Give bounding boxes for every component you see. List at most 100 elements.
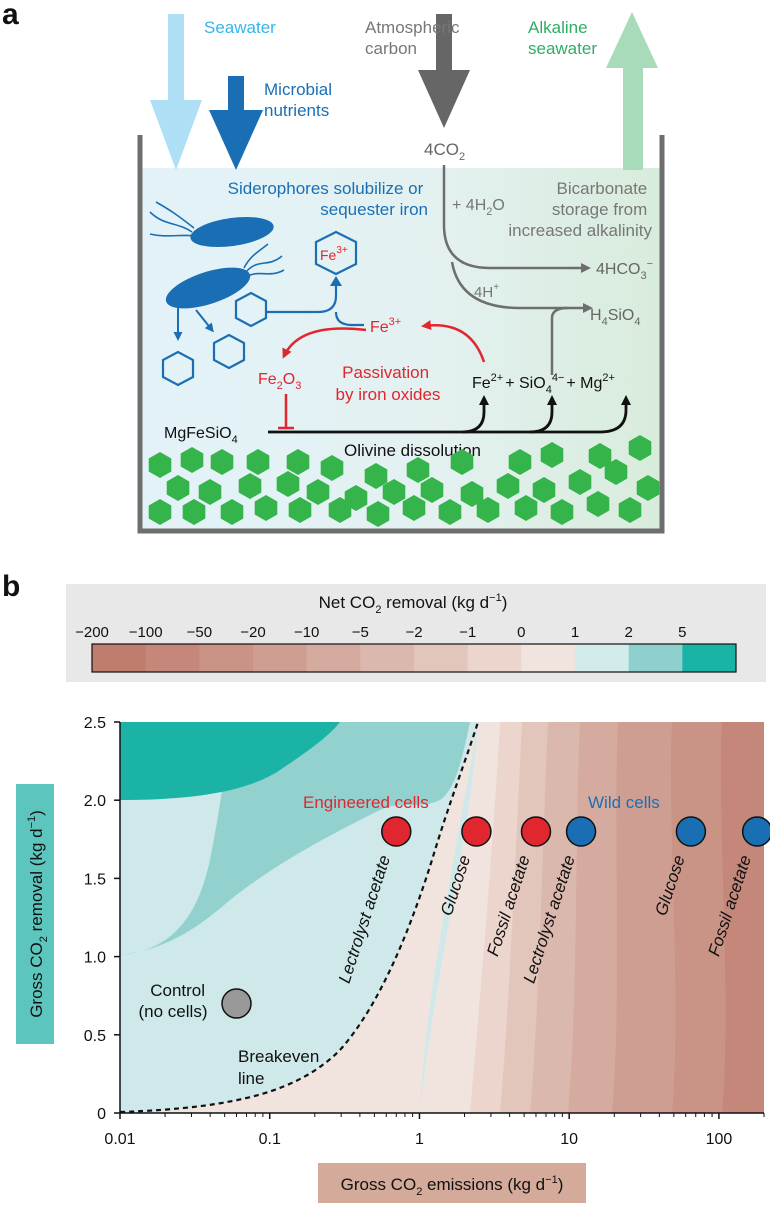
olivine-grain xyxy=(550,499,574,525)
y-tick-label: 2.5 xyxy=(84,715,106,732)
engineered-cells-label: Engineered cells xyxy=(303,793,429,812)
x-tick-label: 10 xyxy=(560,1131,578,1148)
y-axis-label: Gross CO2 removal (kg d−1) xyxy=(26,810,50,1018)
y-tick-label: 2.0 xyxy=(84,793,106,810)
olivine-grain xyxy=(220,499,244,525)
colorbar-tick-label: −100 xyxy=(129,624,163,641)
siderophores-label: Siderophores solubilize or sequester iro… xyxy=(228,179,428,219)
alkaline-seawater-arrow xyxy=(606,12,658,170)
wild-cells-label: Wild cells xyxy=(588,793,660,812)
olivine-grain xyxy=(438,499,462,525)
olivine-grain xyxy=(246,449,270,475)
x-tick-label: 1 xyxy=(415,1131,424,1148)
siderophore-hex-1 xyxy=(161,350,195,387)
data-point xyxy=(221,988,252,1019)
olivine-grain xyxy=(210,449,234,475)
colorbar-swatch xyxy=(360,644,415,672)
colorbar-tick-label: 0 xyxy=(517,624,525,641)
panel-b-label: b xyxy=(2,570,20,603)
colorbar-swatch xyxy=(628,644,683,672)
olivine-grain xyxy=(420,477,444,503)
colorbar-tick-label: −1 xyxy=(459,624,476,641)
colorbar-tick-label: 5 xyxy=(678,624,686,641)
colorbar-tick-label: 1 xyxy=(571,624,579,641)
x-tick-label: 100 xyxy=(706,1131,733,1148)
breakeven-label: Breakeven line xyxy=(238,1047,324,1088)
nutrients-arrow xyxy=(209,76,263,170)
olivine-grain xyxy=(636,475,660,501)
siderophore-hex-3 xyxy=(234,291,268,328)
plot-area xyxy=(120,722,764,1113)
olivine-grain xyxy=(166,475,190,501)
olivine-grain xyxy=(180,447,204,473)
data-point xyxy=(520,816,552,847)
colorbar-swatch xyxy=(306,644,361,672)
seawater-arrow xyxy=(150,14,202,170)
olivine-grain xyxy=(496,473,520,499)
colorbar-title: Net CO2 removal (kg d−1) xyxy=(319,592,508,616)
colorbar-swatch xyxy=(145,644,200,672)
olivine-grain xyxy=(198,479,222,505)
data-point xyxy=(461,816,492,847)
data-point xyxy=(565,816,597,847)
olivine-grain xyxy=(450,449,474,475)
hco3-label: 4HCO3− xyxy=(596,258,653,282)
olivine-grain xyxy=(532,477,556,503)
co2-label: 4CO2 xyxy=(424,140,465,163)
olivine-grain xyxy=(568,469,592,495)
colorbar-swatch xyxy=(467,644,522,672)
olivine-grain xyxy=(402,495,426,521)
dissolution-label: Olivine dissolution xyxy=(344,441,481,460)
nutrients-label: Microbial nutrients xyxy=(264,80,337,120)
y-ticks: 00.51.01.52.02.5 xyxy=(84,715,120,1123)
oxidation-arrow xyxy=(421,320,486,363)
products-label: Fe2++ SiO44−+ Mg2+ xyxy=(472,372,615,396)
colorbar-swatch xyxy=(682,644,737,672)
olivine-grain xyxy=(286,449,310,475)
olivine-grain xyxy=(382,479,406,505)
olivine-grain xyxy=(238,473,262,499)
fe2o3-label: Fe2O3 xyxy=(258,371,301,392)
olivine-grain xyxy=(148,499,172,525)
mg-release-arrow xyxy=(530,395,631,434)
x-axis-label: Gross CO2 emissions (kg d−1) xyxy=(341,1174,564,1198)
atmospheric-carbon-arrow xyxy=(418,14,470,128)
region-level-2 xyxy=(120,722,340,800)
x-label-box xyxy=(318,1163,586,1203)
x-tick-label: 0.1 xyxy=(259,1131,281,1148)
bacterium-2 xyxy=(165,243,285,309)
seawater-label: Seawater xyxy=(204,18,276,37)
siderophore-hex-2 xyxy=(212,333,246,370)
olivine-grain xyxy=(182,499,206,525)
y-tick-label: 1.0 xyxy=(84,950,106,967)
control-label: Control (no cells) xyxy=(139,981,210,1021)
chelation-arrow xyxy=(266,284,364,327)
olivine-grain xyxy=(320,455,344,481)
data-point xyxy=(741,816,770,847)
data-point xyxy=(675,816,707,847)
olivine-grain xyxy=(288,497,312,523)
alkaline-seawater-label: Alkaline seawater xyxy=(528,18,597,58)
secretion-arrow-2 xyxy=(195,309,214,333)
colorbar-swatch xyxy=(575,644,630,672)
colorbar-tick-label: −10 xyxy=(294,624,319,641)
data-point xyxy=(381,816,412,847)
bacterium-1 xyxy=(149,201,274,248)
colorbar-tick-label: −5 xyxy=(352,624,369,641)
olivine-grain xyxy=(460,481,484,507)
olivine-grain xyxy=(366,501,390,527)
water-label: + 4H2O xyxy=(452,197,505,218)
colorbar-tick-label: −50 xyxy=(187,624,212,641)
colorbar-tick-label: −20 xyxy=(240,624,265,641)
panel-a-label: a xyxy=(2,0,19,31)
olivine-grain xyxy=(618,497,642,523)
colorbar-tick-label: −200 xyxy=(75,624,109,641)
mineral-label: MgFeSiO4 xyxy=(164,425,238,446)
olivine-grain xyxy=(306,479,330,505)
colorbar-swatch xyxy=(199,644,254,672)
fe-release-arrow xyxy=(461,395,489,434)
silicate-up-path xyxy=(550,306,569,375)
passivation-label: Passivation by iron oxides xyxy=(336,363,441,404)
